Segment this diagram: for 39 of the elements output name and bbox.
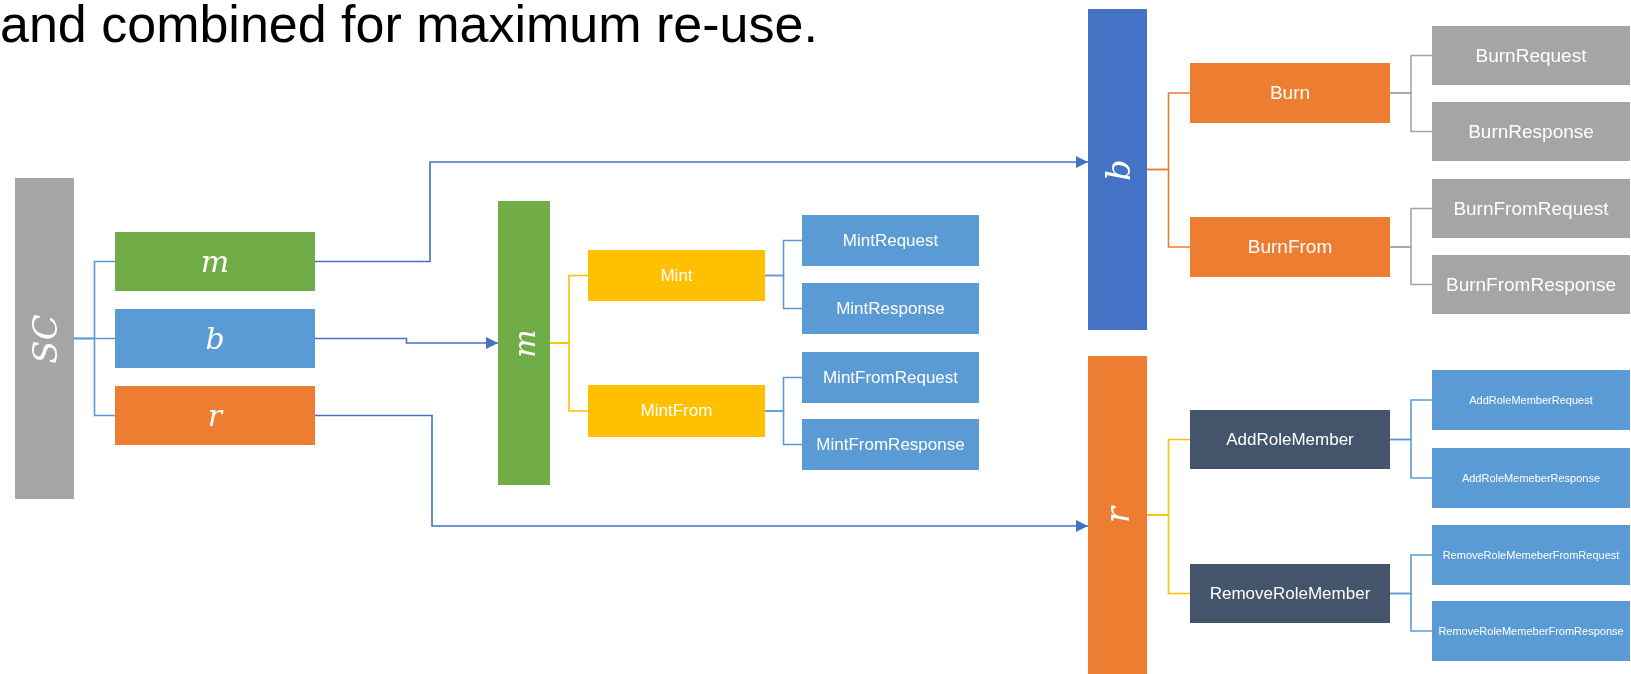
group-bar: SC xyxy=(15,178,74,499)
process-box: MintFromRequest xyxy=(802,352,979,403)
process-box: MintFrom xyxy=(588,385,765,437)
process-box: AddRoleMember xyxy=(1190,410,1390,469)
process-box: BurnFromRequest xyxy=(1432,179,1630,238)
process-box: r xyxy=(115,386,315,445)
connector-line xyxy=(73,337,116,417)
connector-line xyxy=(764,410,803,446)
connector-line xyxy=(1389,246,1433,286)
process-box: Mint xyxy=(588,250,765,301)
connector-line xyxy=(1389,438,1433,479)
connector-line xyxy=(1146,168,1191,248)
process-box: RemoveRoleMemeberFromResponse xyxy=(1432,601,1630,661)
process-box: RemoveRoleMember xyxy=(1190,564,1390,623)
group-bar: m xyxy=(498,201,550,485)
arrow xyxy=(314,156,1089,263)
process-box: m xyxy=(115,232,315,291)
process-box: AddRoleMemeberResponse xyxy=(1432,448,1630,508)
group-bar: b xyxy=(1088,9,1147,330)
process-box: MintFromResponse xyxy=(802,419,979,470)
connector-line xyxy=(549,342,589,412)
group-bar: r xyxy=(1088,356,1147,674)
process-box: BurnRequest xyxy=(1432,26,1630,85)
process-box: b xyxy=(115,309,315,368)
arrow xyxy=(314,337,499,349)
process-box: MintRequest xyxy=(802,215,979,266)
arrow xyxy=(314,414,1089,532)
process-box: RemoveRoleMemeberFromRequest xyxy=(1432,525,1630,585)
connector-line xyxy=(1146,514,1191,595)
connector-line xyxy=(1389,592,1433,632)
connector-line xyxy=(1389,92,1433,133)
heading-text: and combined for maximum re-use. xyxy=(0,0,818,54)
process-box: BurnFrom xyxy=(1190,217,1390,277)
process-box: BurnFromResponse xyxy=(1432,255,1630,314)
connector-line xyxy=(764,274,803,310)
process-box: BurnResponse xyxy=(1432,102,1630,161)
process-box: Burn xyxy=(1190,63,1390,123)
process-box: MintResponse xyxy=(802,283,979,334)
process-box: AddRoleMemberRequest xyxy=(1432,370,1630,430)
